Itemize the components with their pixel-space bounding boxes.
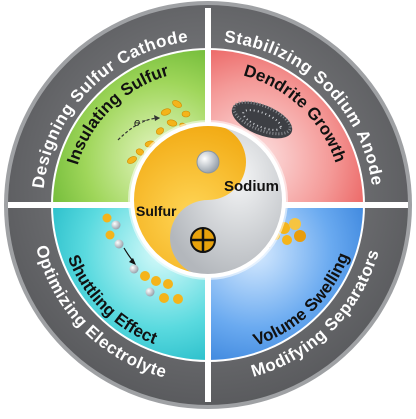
polysulfide-chain-icon bbox=[102, 213, 183, 304]
sodium-label: Sodium bbox=[224, 178, 279, 195]
electron-label: e⁻ bbox=[134, 117, 147, 129]
electron-arrowhead-icon bbox=[154, 115, 160, 121]
plus-icon bbox=[191, 228, 215, 252]
sodium-ball-icon bbox=[196, 150, 220, 174]
sulfur-label: Sulfur bbox=[136, 203, 177, 219]
sodium-dendrite-icon bbox=[231, 100, 293, 139]
sodium-sulfur-yin-yang bbox=[128, 120, 288, 280]
shuttle-arrowhead-icon bbox=[129, 258, 136, 265]
